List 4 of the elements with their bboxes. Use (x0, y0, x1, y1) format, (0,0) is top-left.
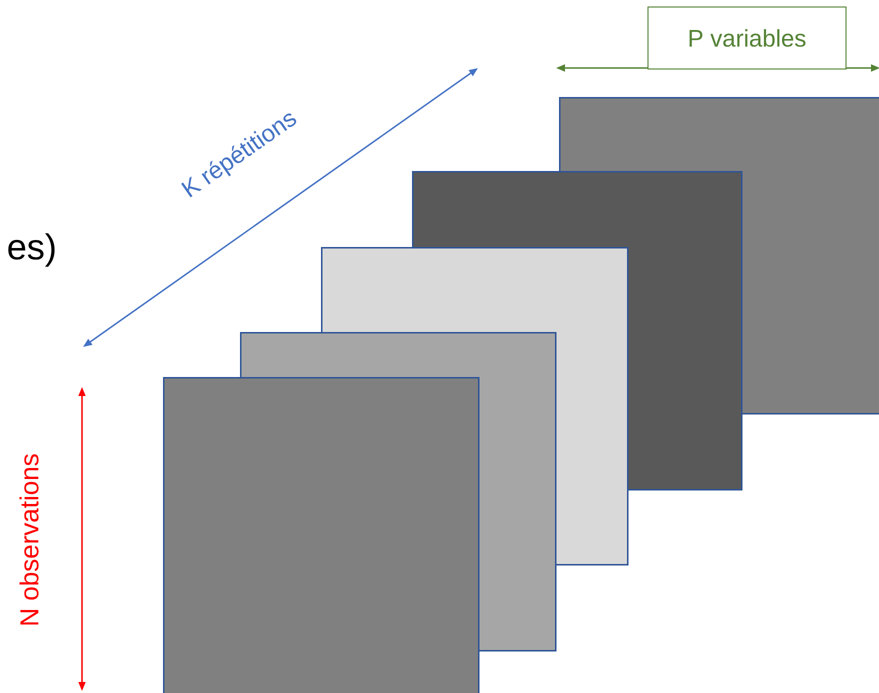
label-box: P variables (648, 6, 846, 70)
cut-off-text: es) (8, 233, 55, 267)
matrix-square (163, 376, 480, 693)
axis-label: N observations (19, 454, 39, 625)
